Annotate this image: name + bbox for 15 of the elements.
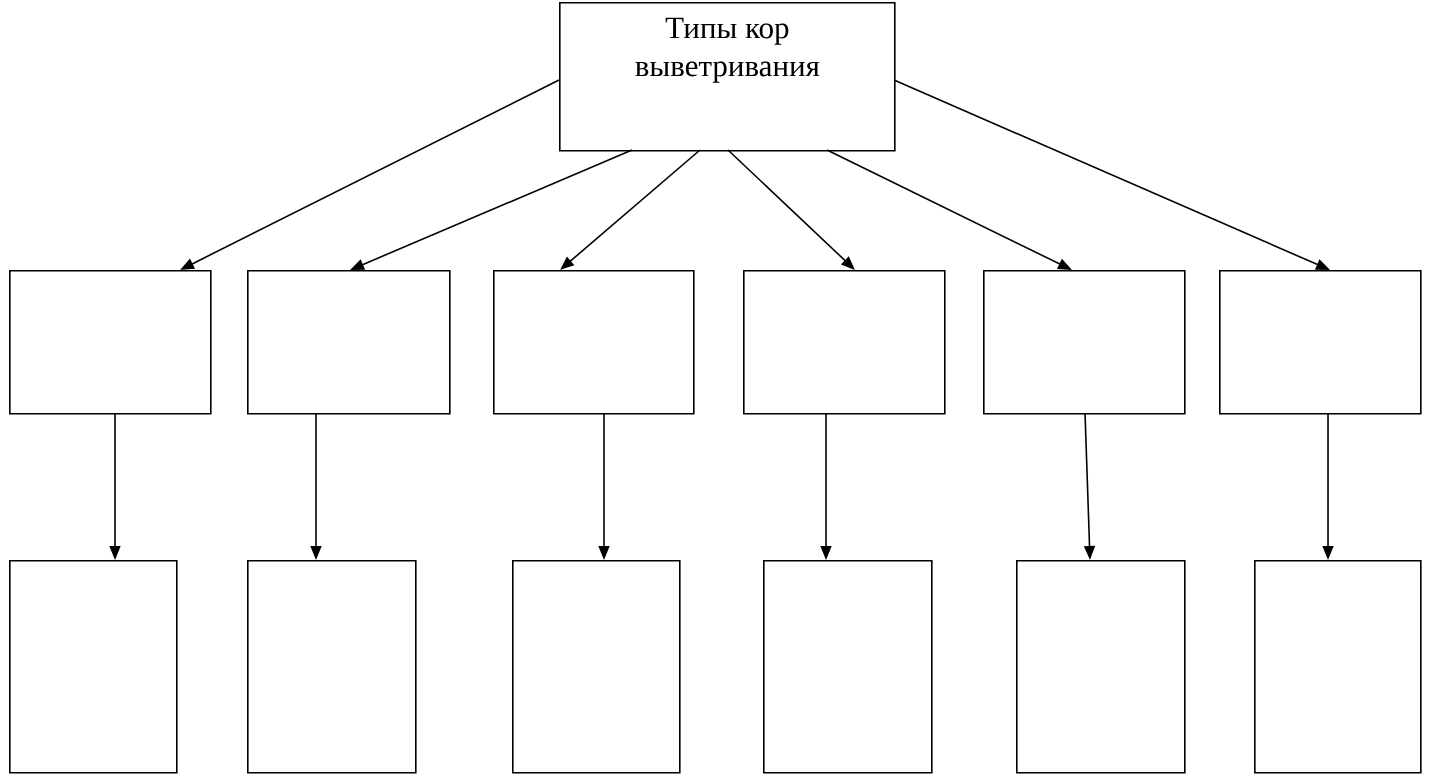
empty-box — [9, 270, 212, 415]
arrow — [560, 149, 701, 270]
empty-box — [763, 560, 933, 774]
empty-box — [743, 270, 946, 415]
empty-box — [1016, 560, 1186, 774]
empty-box — [247, 270, 451, 415]
empty-box — [512, 560, 681, 774]
empty-box — [9, 560, 178, 774]
title-box: Типы кор выветривания — [559, 2, 896, 152]
empty-box — [1254, 560, 1422, 774]
empty-box — [247, 560, 417, 774]
arrow — [727, 149, 855, 270]
empty-box — [1219, 270, 1422, 415]
empty-box — [983, 270, 1186, 415]
empty-box — [493, 270, 695, 415]
